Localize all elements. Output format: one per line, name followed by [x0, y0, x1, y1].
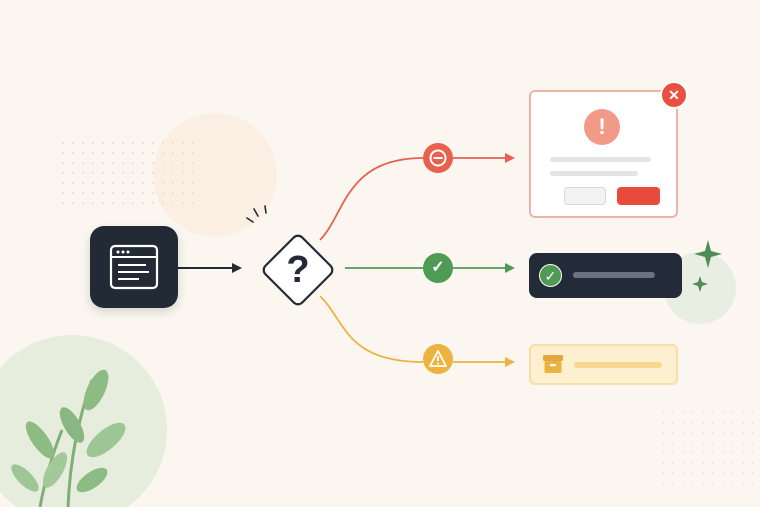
sparkle-icon — [692, 276, 708, 292]
warning-banner[interactable] — [529, 344, 678, 385]
emphasis-marks — [246, 205, 267, 223]
check-icon: ✓ — [431, 259, 445, 276]
warning-connector — [319, 295, 424, 363]
source-node[interactable] — [90, 226, 178, 308]
warning-badge — [423, 344, 453, 374]
decision-node[interactable]: ? — [250, 222, 346, 318]
window-list-icon — [109, 244, 159, 290]
check-icon: ✓ — [539, 264, 562, 287]
placeholder-line — [550, 171, 638, 176]
warning-triangle-icon — [429, 350, 447, 367]
decision-label: ? — [286, 249, 310, 291]
placeholder-line — [573, 272, 655, 278]
question-diamond-icon — [262, 234, 334, 306]
error-connector — [319, 157, 424, 241]
error-dialog[interactable]: ! — [529, 90, 678, 218]
success-badge: ✓ — [423, 253, 453, 283]
background-blob — [0, 335, 167, 507]
success-toast[interactable]: ✓ — [529, 253, 682, 298]
minus-circle-icon — [429, 149, 447, 167]
cancel-button[interactable] — [564, 187, 606, 205]
placeholder-line — [550, 157, 651, 162]
placeholder-line — [574, 362, 662, 368]
confirm-button[interactable] — [617, 187, 660, 205]
dot-pattern — [660, 410, 755, 485]
sparkle-icon — [694, 240, 722, 268]
close-icon[interactable]: ✕ — [660, 81, 688, 109]
exclamation-icon: ! — [584, 109, 620, 145]
dot-pattern — [55, 135, 195, 205]
archive-box-icon — [543, 355, 563, 373]
plant-illustration — [11, 369, 126, 507]
error-badge — [423, 143, 453, 173]
